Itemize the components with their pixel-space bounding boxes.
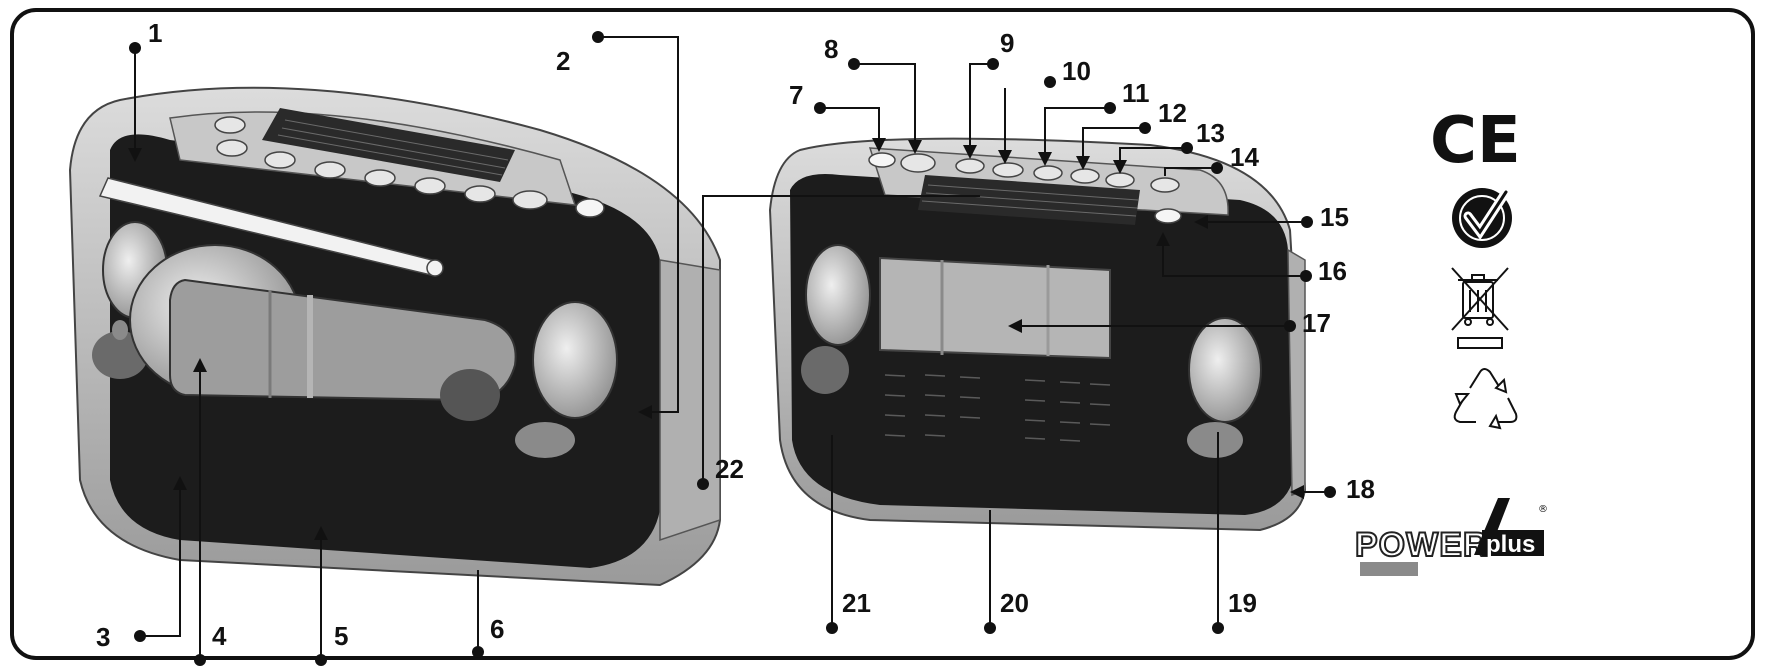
callout-1: 1 [148, 18, 162, 48]
callout-6: 6 [490, 614, 504, 644]
callout-18: 18 [1346, 474, 1375, 504]
callout-labels: 1 2 3 4 5 6 7 8 9 10 11 12 13 14 15 16 1… [96, 18, 1375, 652]
rohs-weee-icon [1452, 187, 1512, 248]
callout-16: 16 [1318, 256, 1347, 286]
callout-9: 9 [1000, 28, 1014, 58]
brand-word-power: POWER [1355, 526, 1488, 564]
back-solar-panel [262, 108, 515, 182]
ce-mark: CE [1430, 104, 1521, 178]
speaker-grille [884, 374, 1111, 442]
callout-8: 8 [824, 34, 838, 64]
callout-10: 10 [1062, 56, 1091, 86]
recycle-icon [1453, 368, 1518, 430]
callout-13: 13 [1196, 118, 1225, 148]
back-knob-right [532, 301, 618, 419]
back-top-buttons [214, 116, 605, 218]
callout-22: 22 [715, 454, 744, 484]
callout-14: 14 [1230, 142, 1259, 172]
callout-7: 7 [789, 80, 803, 110]
callout-2: 2 [556, 46, 570, 76]
callout-19: 19 [1228, 588, 1257, 618]
callout-5: 5 [334, 621, 348, 651]
weee-bin-icon [1451, 267, 1509, 349]
radio-front-view [768, 137, 1307, 532]
registered-mark: ® [1538, 504, 1548, 515]
callout-4: 4 [212, 621, 227, 651]
callout-12: 12 [1158, 98, 1187, 128]
callout-15: 15 [1320, 202, 1349, 232]
brand-logo: POWER plus ® [1354, 498, 1548, 576]
leader-lines [128, 31, 1336, 666]
brand-word-plus: plus [1486, 531, 1535, 558]
callout-20: 20 [1000, 588, 1029, 618]
front-display-window [879, 256, 1111, 360]
callout-17: 17 [1302, 308, 1331, 338]
callout-21: 21 [842, 588, 871, 618]
callout-11: 11 [1122, 78, 1150, 108]
certification-marks: CE [1430, 104, 1521, 430]
callout-3: 3 [96, 622, 110, 652]
front-knob-right [1188, 317, 1262, 423]
radio-back-view [68, 86, 721, 587]
front-knob-left [805, 244, 871, 346]
front-top-buttons [868, 152, 1182, 224]
